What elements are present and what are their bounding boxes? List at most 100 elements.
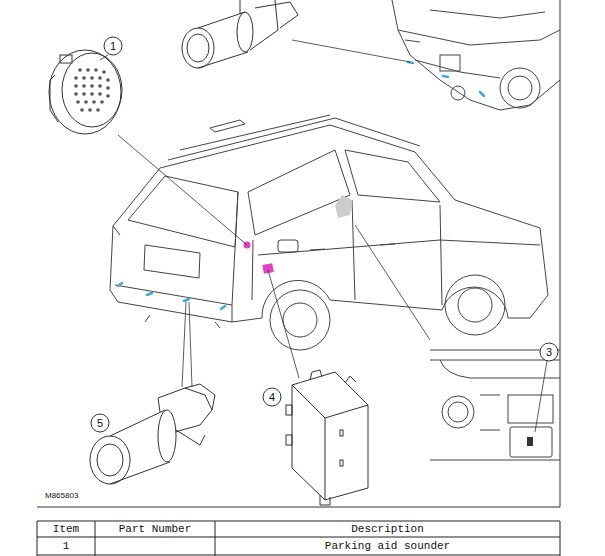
front-parking-sensor [198,12,248,68]
sensor-marks-front [443,76,448,77]
frame [560,0,561,507]
sounder-grille [90,84,94,88]
sensor-marks-rear [221,306,225,309]
parking-aid-sounder [49,50,121,134]
sounder-grille [78,68,82,72]
switch-panel [430,460,560,461]
front-parking-sensor [237,12,253,52]
switch-panel [448,402,468,422]
front-vehicle [405,40,420,42]
sounder-grille [82,92,86,96]
sounder-grille [74,76,78,80]
rear-parking-sensor [90,436,130,484]
parking-aid-module [286,370,368,505]
callout-circle [91,414,109,432]
rear-parking-sensor [97,444,123,476]
callout-number: 4 [263,388,281,406]
switch-panel [442,396,474,428]
callout-number: 5 [91,414,109,432]
front-vehicle [392,0,560,110]
table-cell: Parking aid sounder [215,537,560,554]
vehicle-body [380,244,395,245]
parking-aid-module [340,430,343,436]
switch-panel [480,395,500,430]
component-marks [244,242,274,274]
parts-table [560,521,561,556]
parking-aid-module [286,435,292,445]
switch-symbol [527,437,533,446]
parts-table [95,521,96,556]
callout-number: 1 [104,37,122,55]
parking-aid-module [292,385,368,500]
sounder-grille [90,76,94,80]
vehicle-body [283,303,317,337]
table-header: Description [215,521,560,537]
rear-parking-sensor [158,410,176,462]
figure-id: M865803 [45,489,125,501]
parts-table [37,521,560,522]
parking-aid-module [340,460,343,466]
callout-circle [104,37,122,55]
vehicle-body [248,150,350,235]
leader-line [189,302,192,387]
vehicle-body [440,205,442,305]
front-vehicle [508,76,532,100]
sounder-grille [92,100,96,104]
sensor-marks-rear [118,283,225,309]
switch-panel [508,395,553,423]
sounder-grille [100,100,104,104]
vehicle-body [458,288,492,322]
sounder-grille [74,84,78,88]
front-vehicle [415,60,500,78]
vehicle-body [128,176,238,247]
sounder-grille [96,108,100,112]
front-vehicle [392,0,560,110]
parking-aid-module [345,376,356,383]
sounder-grille [86,68,90,72]
callout-number: 3 [540,343,558,361]
switch-panel [430,350,560,460]
sounder-grille [98,84,102,88]
rear-parking-sensor [110,410,170,484]
sounder-grille [84,100,88,104]
parking-aid-module [310,370,322,380]
frame [37,0,560,507]
rear-parking-sensor [185,384,215,410]
vehicle-body [168,118,420,160]
sounder-grille [94,68,98,72]
sensor-marks-rear [147,293,152,295]
parts-table [37,521,560,556]
vehicle-body [278,240,298,252]
vehicle-body [258,240,540,255]
vehicle-body [115,285,232,322]
vehicle-body [352,200,355,300]
seat-ghost [335,195,352,218]
rear-parking-sensor [176,430,205,445]
sounder-grille [102,70,106,74]
sensor-marks-rear [118,283,122,286]
parts-table [215,521,216,556]
rear-parking-sensor [90,384,215,484]
switch-panel [510,427,552,457]
front-parking-sensor [182,28,214,68]
front-vehicle [440,55,460,71]
parking-aid-sounder [50,75,58,122]
callout-circle [540,343,558,361]
vehicle-body [210,120,245,132]
sounder-grille [76,100,80,104]
vehicle-body [180,115,330,150]
parts-table [37,537,560,538]
switch-symbol [527,437,533,446]
parts-table [37,521,38,556]
front-parking-sensor [187,34,209,62]
parking-aid-sounder [62,53,122,127]
vehicle-body [310,249,325,250]
parts-table [37,555,560,556]
sounder-grille [98,76,102,80]
sounder-grille [106,78,110,82]
table-header: Part Number [95,521,215,537]
vehicle-body [252,240,253,300]
vehicle-body [144,245,200,278]
sounder-grille [90,92,94,96]
